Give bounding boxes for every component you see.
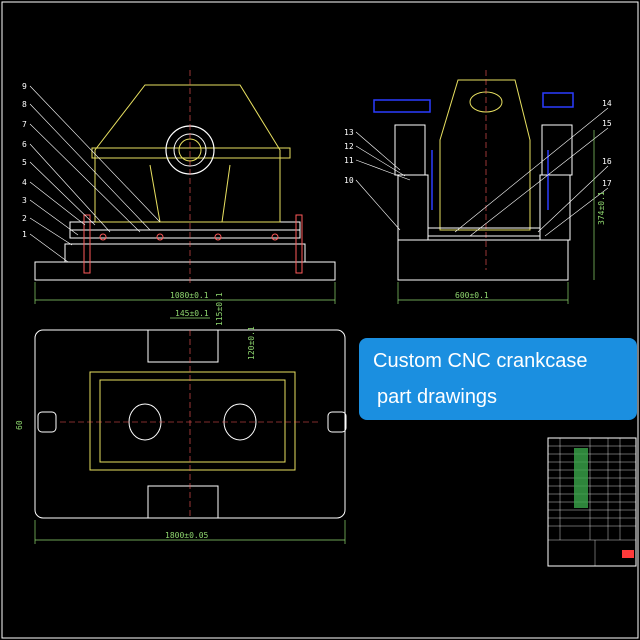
front-base-plate [34, 261, 336, 281]
leader-14: 14 [602, 99, 612, 108]
front-base-block [64, 243, 306, 263]
leader-11: 11 [344, 156, 354, 165]
leader-2: 2 [22, 214, 27, 223]
leader-15: 15 [602, 119, 612, 128]
leader-10: 10 [344, 176, 354, 185]
front-view: 9 8 7 6 5 4 3 2 1 1080±0.1 [22, 70, 336, 304]
leader-3: 3 [22, 196, 27, 205]
title-banner: Custom CNC crankcase part drawings [359, 338, 637, 420]
banner-line-1: Custom CNC crankcase [373, 350, 588, 372]
leader-17: 17 [602, 179, 612, 188]
crankcase-housing [94, 84, 281, 223]
side-housing [439, 79, 531, 231]
plan-top-dimension: 145±0.1 [175, 309, 209, 318]
leader-12: 12 [344, 142, 354, 151]
plan-top-vertical-dimension: 115±0.1 [215, 292, 224, 326]
leader-9: 9 [22, 82, 27, 91]
side-view: 13 12 11 10 14 15 16 17 600±0.1 374±0.1 [344, 70, 612, 304]
plan-housing [89, 371, 296, 471]
plan-width-dimension: 1800±0.05 [165, 531, 209, 540]
plan-gap-dimension: 120±0.1 [247, 326, 256, 360]
leader-7: 7 [22, 120, 27, 129]
side-base [397, 239, 569, 281]
side-width-dimension: 600±0.1 [455, 291, 489, 300]
title-block [547, 437, 637, 567]
leader-5: 5 [22, 158, 27, 167]
leader-1: 1 [22, 230, 27, 239]
front-width-dimension: 1080±0.1 [170, 291, 209, 300]
banner-line-2: part drawings [377, 386, 498, 408]
leader-16: 16 [602, 157, 612, 166]
plan-left-dimension: 60 [15, 420, 24, 430]
leader-4: 4 [22, 178, 27, 187]
leader-13: 13 [344, 128, 354, 137]
leader-6: 6 [22, 140, 27, 149]
side-height-dimension: 374±0.1 [597, 191, 606, 225]
plan-view: 1800±0.05 60 145±0.1 115±0.1 120±0.1 [15, 292, 347, 544]
leader-8: 8 [22, 100, 27, 109]
